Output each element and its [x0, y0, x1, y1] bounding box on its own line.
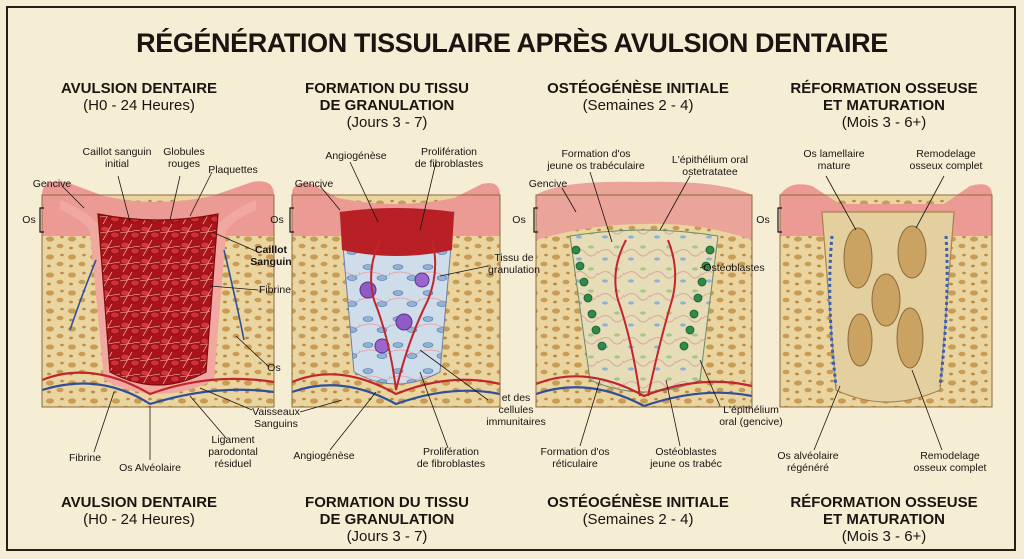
stage-2-title: FORMATION DU TISSU DE GRANULATION — [305, 80, 469, 114]
stage-1-footer-title: AVULSION DENTAIRE — [60, 494, 218, 511]
stage-1-footer-subtitle: (H0 - 24 Heures) — [83, 511, 195, 528]
stage-3-subtitle: (Semaines 2 - 4) — [582, 97, 694, 114]
stage-2-footer: FORMATION DU TISSU DE GRANULATION (Jours… — [272, 494, 502, 545]
label-tissu-granulation: Tissu de granulation — [488, 252, 540, 276]
label-gencive-1: Gencive — [32, 178, 72, 190]
label-remodelage-top: Remodelage osseux complet — [909, 148, 983, 172]
panel-maturation — [779, 184, 993, 408]
stage-4-subtitle: (Mois 3 - 6+) — [841, 114, 927, 131]
label-epithelium-right: L'épithélium oral (gencive) — [719, 404, 783, 428]
label-gencive-2: Gencive — [294, 178, 334, 190]
stage-2-footer-title: FORMATION DU TISSU DE GRANULATION — [305, 494, 469, 528]
stage-1-subtitle: (H0 - 24 Heures) — [83, 97, 195, 114]
stage-4-footer-subtitle: (Mois 3 - 6+) — [841, 528, 927, 545]
stage-3-footer-title: OSTÉOGÉNÈSE INITIALE — [547, 494, 729, 511]
label-formation-top: Formation d'os jeune os trabéculaire — [547, 148, 645, 172]
page-title: RÉGÉNÉRATION TISSULAIRE APRÈS AVULSION D… — [136, 28, 888, 58]
stage-2-footer-subtitle: (Jours 3 - 7) — [346, 528, 428, 545]
stage-1-footer: AVULSION DENTAIRE (H0 - 24 Heures) — [24, 494, 254, 528]
stage-4-footer-title: RÉFORMATION OSSEUSE ET MATURATION — [790, 494, 978, 528]
label-caillot-initial: Caillot sanguin initial — [82, 146, 152, 170]
label-os-regenere: Os alvéolaire régénéré — [777, 450, 839, 474]
label-os-2: Os — [270, 214, 284, 226]
stage-4-footer: RÉFORMATION OSSEUSE ET MATURATION (Mois … — [769, 494, 999, 545]
stage-1-title: AVULSION DENTAIRE — [60, 80, 218, 97]
label-epithelium-top: L'épithélium oral ostetratatee — [671, 154, 749, 178]
label-os-3: Os — [512, 214, 526, 226]
label-formation-bottom: Formation d'os réticulaire — [540, 446, 610, 470]
panel-avulsion — [41, 181, 275, 408]
border-frame — [6, 6, 1016, 551]
label-gencive-3: Gencive — [528, 178, 568, 190]
label-fibrine-bottom: Fibrine — [68, 452, 102, 464]
panel-osteogenesis — [535, 181, 753, 408]
label-caillot-sanguin: Caillot Sanguin — [250, 244, 292, 268]
label-remodelage-bottom: Remodelage osseux complet — [913, 450, 987, 474]
stage-3-header: OSTÉOGÉNÈSE INITIALE (Semaines 2 - 4) — [523, 80, 753, 114]
label-os-right: Os — [267, 362, 281, 374]
os-brackets — [39, 207, 782, 233]
stage-1-header: AVULSION DENTAIRE (H0 - 24 Heures) — [24, 80, 254, 114]
label-proliferation-top: Prolifération de fibroblastes — [414, 146, 484, 170]
stage-3-footer-subtitle: (Semaines 2 - 4) — [582, 511, 694, 528]
label-vaisseaux: Vaisseaux Sanguins — [252, 406, 300, 430]
leader-lines — [61, 161, 945, 460]
stage-2-subtitle: (Jours 3 - 7) — [346, 114, 428, 131]
label-cellules-immunitaires: et des cellules immunitaires — [486, 392, 546, 428]
label-osteoblastes: Ostéoblastes — [703, 262, 765, 274]
label-ligament: Ligament parodontal résiduel — [208, 434, 258, 470]
label-fibrine-right: Fibrine — [258, 284, 292, 296]
stage-4-header: RÉFORMATION OSSEUSE ET MATURATION (Mois … — [769, 80, 999, 131]
label-os-lamellaire: Os lamellaire mature — [803, 148, 865, 172]
label-angiogenese-bottom: Angiogénèse — [293, 450, 355, 462]
panel-granulation — [291, 183, 501, 408]
label-angiogenese-top: Angiogénèse — [325, 150, 387, 162]
label-os-1: Os — [22, 214, 36, 226]
stage-3-title: OSTÉOGÉNÈSE INITIALE — [547, 80, 729, 97]
stage-4-title: RÉFORMATION OSSEUSE ET MATURATION — [790, 80, 978, 114]
label-proliferation-bottom: Prolifération de fibroblastes — [416, 446, 486, 470]
label-plaquettes: Plaquettes — [208, 164, 258, 176]
label-os-4: Os — [756, 214, 770, 226]
stage-2-header: FORMATION DU TISSU DE GRANULATION (Jours… — [272, 80, 502, 131]
label-globules: Globules rouges — [163, 146, 205, 170]
label-os-alveolaire: Os Alvéolaire — [119, 462, 181, 474]
label-osteoblastes-bottom: Ostéoblastes jeune os trabéc — [650, 446, 722, 470]
stage-3-footer: OSTÉOGÉNÈSE INITIALE (Semaines 2 - 4) — [523, 494, 753, 528]
